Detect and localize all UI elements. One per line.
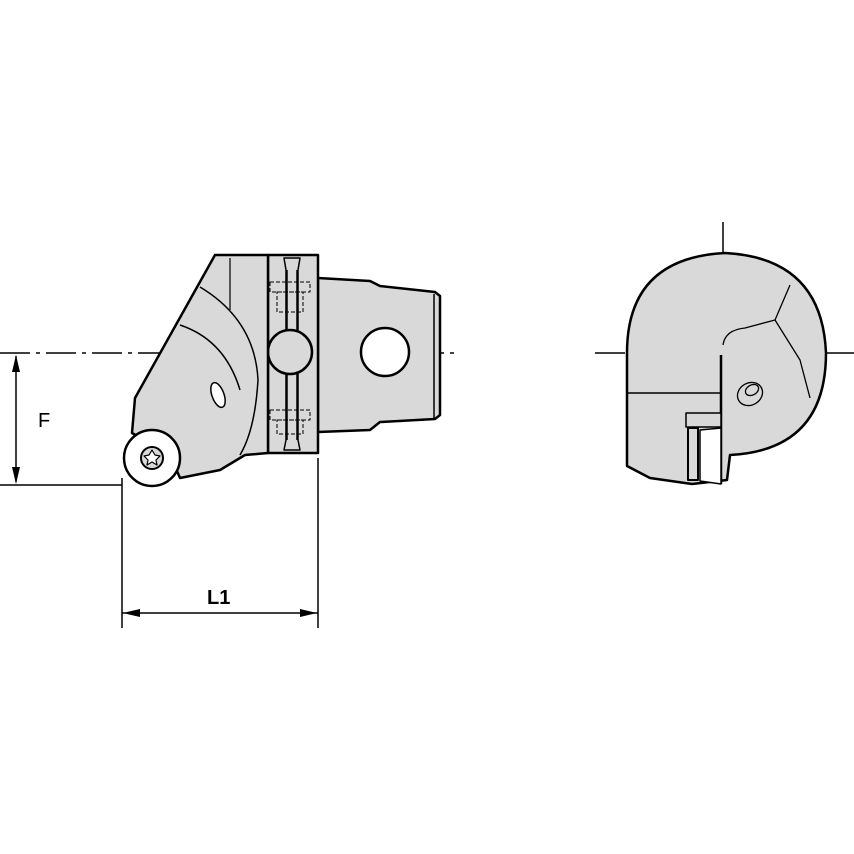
dimensions [0, 355, 319, 628]
dimension-label-f: F [38, 410, 51, 432]
front-view [625, 251, 828, 486]
torx-screw-icon [143, 449, 161, 466]
dimension-label-l1: L1 [207, 587, 231, 609]
side-view [122, 253, 442, 488]
